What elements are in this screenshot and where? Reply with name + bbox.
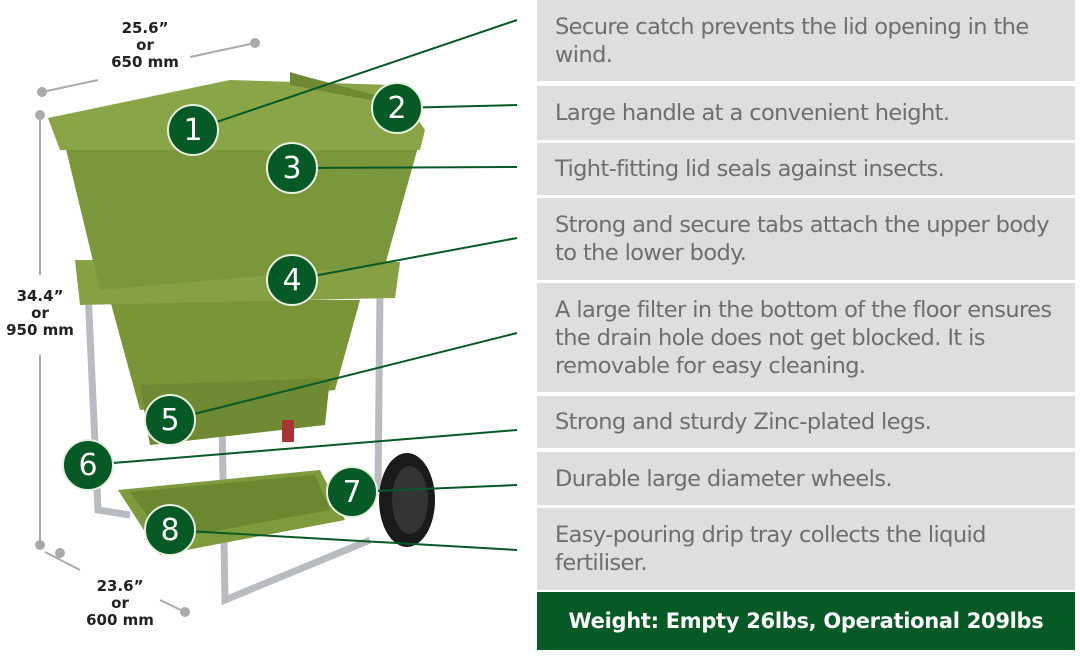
feature-8: Easy-pouring drip tray collects the liqu… xyxy=(537,508,1075,590)
feature-2: Large handle at a convenient height. xyxy=(537,86,1075,140)
feature-1: Secure catch prevents the lid opening in… xyxy=(537,0,1075,81)
handle xyxy=(290,72,375,100)
height-dimension: 34.4” or 950 mm xyxy=(0,288,80,339)
depth-inches: 23.6” xyxy=(96,577,144,595)
callout-badge-4: 4 xyxy=(266,254,318,306)
depth-dimension: 23.6” or 600 mm xyxy=(75,578,165,629)
depth-or: or xyxy=(111,594,129,612)
feature-4: Strong and secure tabs attach the upper … xyxy=(537,198,1075,280)
depth-mm: 600 mm xyxy=(86,611,154,629)
callout-badge-5: 5 xyxy=(144,394,196,446)
width-dimension: 25.6” or 650 mm xyxy=(100,20,190,71)
feature-3: Tight-fitting lid seals against insects. xyxy=(537,143,1075,195)
width-or: or xyxy=(136,36,154,54)
callout-badge-8: 8 xyxy=(144,504,196,556)
callout-badge-2: 2 xyxy=(371,82,423,134)
height-inches: 34.4” xyxy=(16,287,64,305)
upper-body xyxy=(65,140,420,290)
feature-6: Strong and sturdy Zinc-plated legs. xyxy=(537,396,1075,448)
height-mm: 950 mm xyxy=(6,321,74,339)
height-or: or xyxy=(31,304,49,322)
callout-badge-6: 6 xyxy=(62,439,114,491)
width-inches: 25.6” xyxy=(121,19,169,37)
weight-banner: Weight: Empty 26lbs, Operational 209lbs xyxy=(537,592,1075,650)
callout-badge-3: 3 xyxy=(266,142,318,194)
callout-badge-1: 1 xyxy=(167,104,219,156)
callout-lines xyxy=(87,19,518,551)
dimension-lines xyxy=(35,38,260,617)
drain-tap xyxy=(282,420,294,442)
callout-badge-7: 7 xyxy=(326,466,378,518)
feature-7: Durable large diameter wheels. xyxy=(537,452,1075,505)
worm-farm-illustration xyxy=(35,19,518,617)
width-mm: 650 mm xyxy=(111,53,179,71)
feature-5: A large filter in the bottom of the floo… xyxy=(537,283,1075,392)
